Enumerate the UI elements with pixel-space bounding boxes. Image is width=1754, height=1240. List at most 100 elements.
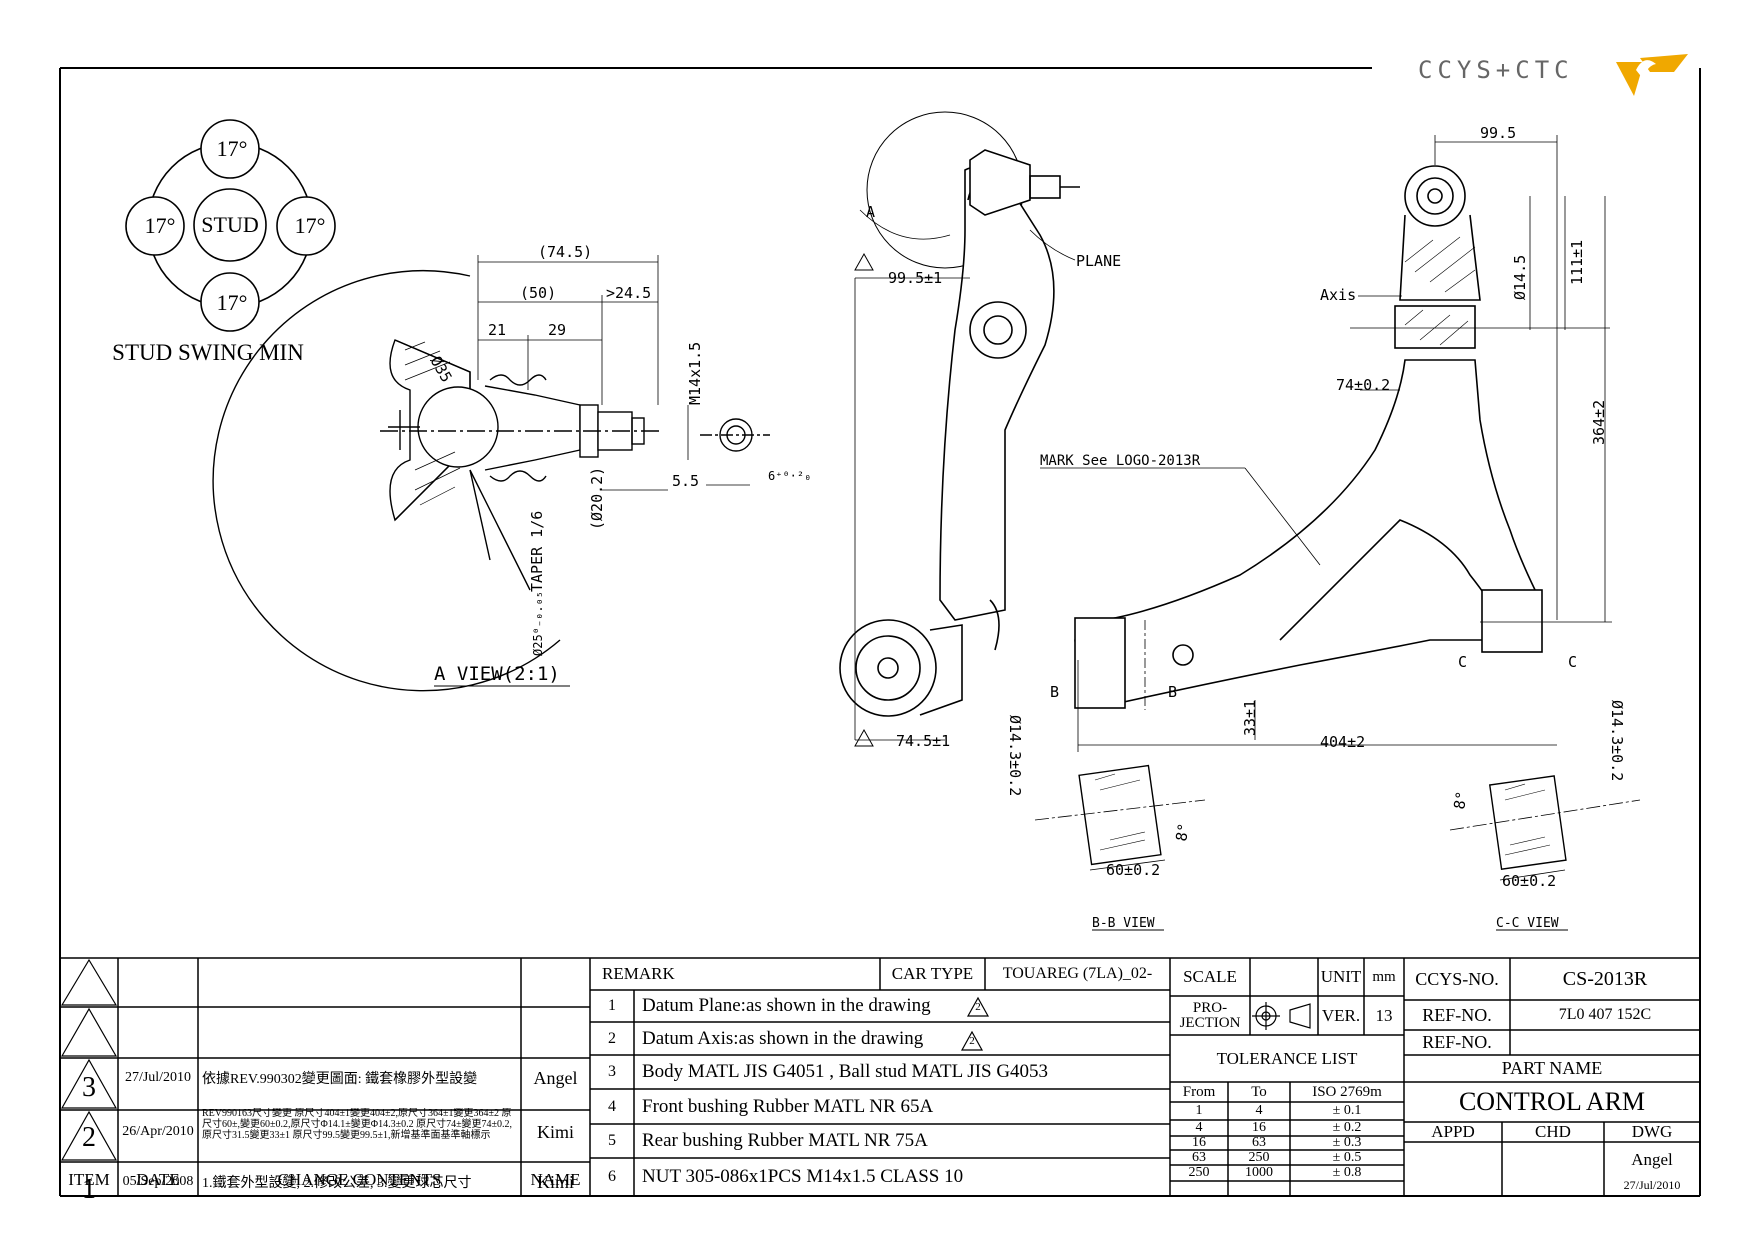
bb-hatch (1094, 773, 1146, 851)
company-logo: CCYS+CTC (1418, 52, 1704, 100)
tol-header: To (1251, 1083, 1267, 1100)
tolerance-title: TOLERANCE LIST (1216, 1048, 1358, 1068)
dwg-label: DWG (1631, 1122, 1673, 1141)
chd-label: CHD (1535, 1122, 1571, 1141)
ref-no2-label: REF-NO. (1422, 1032, 1492, 1052)
tol-cell: 4 (1255, 1103, 1263, 1118)
rev-header-item: ITEM (68, 1170, 110, 1189)
swing-angle: 17° (217, 290, 248, 315)
remark-no: 1 (608, 997, 616, 1014)
stud-swing-label: STUD SWING MIN (112, 340, 304, 365)
label: A (866, 203, 875, 221)
dim: M14x1.5 (686, 342, 704, 405)
a-view-title: A VIEW(2:1) (434, 663, 560, 685)
remark-no: 6 (608, 1168, 616, 1185)
rev-contents: 依據REV.990302變更圖面: 鐵套橡膠外型設變 (202, 1072, 478, 1087)
dim: Ø14.3±0.2 (1608, 700, 1626, 781)
rev-date: 27/Jul/2010 (124, 1070, 192, 1085)
remark-label: REMARK (602, 964, 675, 983)
remark-text: Front bushing Rubber MATL NR 65A (642, 1095, 934, 1117)
ccys-no-value: CS-2013R (1562, 967, 1648, 990)
dim: 5.5 (672, 472, 699, 490)
remark-no: 2 (608, 1029, 616, 1047)
plan-view-text: 99.5 Ø14.5 111±1 364±2 74±0.2 33±1 404±2… (1006, 124, 1626, 796)
tol-header: ISO 2769m (1312, 1083, 1382, 1100)
dwg-name: Angel (1631, 1150, 1673, 1169)
swing-angle: 17° (295, 213, 326, 238)
stud-swing-diagram (125, 119, 336, 332)
tol-cell: 4 (1195, 1120, 1203, 1135)
tol-cell: ± 0.1 (1332, 1103, 1362, 1118)
dim: >24.5 (606, 284, 651, 302)
dim: (Ø20.2) (588, 467, 606, 530)
rev-name: Kimi (536, 1171, 574, 1192)
logo-mark-icon (1616, 54, 1688, 96)
dim: 404±2 (1320, 733, 1365, 751)
dim: 99.5 (1480, 124, 1516, 142)
cc-title: C-C VIEW (1496, 916, 1559, 931)
drawing-frame (59, 67, 1701, 1197)
tol-cell: 250 (1248, 1149, 1270, 1165)
dim: 60±0.2 (1502, 872, 1556, 890)
rev-item: 1 (82, 1174, 96, 1205)
rev-header-date: DATE (136, 1170, 180, 1189)
remark-text: NUT 305-086x1PCS M14x1.5 CLASS 10 (642, 1166, 964, 1187)
remark-text: Rear bushing Rubber MATL NR 75A (642, 1130, 928, 1151)
scale-label: SCALE (1183, 967, 1237, 986)
rev-date: 05/Sep/2008 (122, 1174, 194, 1189)
dim: (50) (520, 284, 556, 302)
title-block: 27/Jul/2010 依據REV.990302變更圖面: 鐵套橡膠外型設變 A… (60, 964, 1700, 1206)
rev-header-name: NAME (530, 1170, 581, 1189)
remark-flag: 2 (969, 1035, 975, 1047)
plan-view-dims (1040, 135, 1612, 752)
car-type-label: CAR TYPE (891, 964, 974, 983)
dim: 33±1 (1241, 700, 1259, 736)
a-view-dim-text: (74.5) (50) >24.5 21 29 Ø35 M14x1.5 (Ø20… (427, 243, 812, 685)
label: C (1458, 653, 1467, 671)
dim: TAPER 1/6 (528, 511, 546, 592)
dim: 8° (1450, 790, 1471, 811)
ref-no-label: REF-NO. (1422, 1004, 1492, 1025)
tol-cell: 1 (1195, 1103, 1203, 1118)
tol-cell: ± 0.5 (1332, 1149, 1362, 1165)
tol-cell: 63 (1192, 1149, 1206, 1165)
side-view-text: 99.5±1 74.5±1 A PLANE (866, 203, 1121, 750)
dwg-date: 27/Jul/2010 (1623, 1177, 1681, 1192)
plan-view-hatch (1404, 236, 1476, 346)
remark-text: Body MATL JIS G4051 , Ball stud MATL JIS… (642, 1061, 1049, 1082)
dim: 8° (1172, 822, 1193, 843)
unit-label: UNIT (1320, 967, 1362, 986)
remark-text: Datum Plane:as shown in the drawing (642, 995, 931, 1016)
swing-angle: 17° (145, 213, 176, 238)
appd-label: APPD (1431, 1122, 1475, 1141)
unit-value: mm (1372, 968, 1396, 985)
remark-flag: 2 (975, 1001, 981, 1013)
label: B (1050, 683, 1059, 701)
projection-label: PRO- JECTION (1179, 999, 1241, 1031)
cc-hatch (1504, 783, 1551, 856)
ccys-no-label: CCYS-NO. (1415, 968, 1499, 989)
tol-header: From (1182, 1083, 1216, 1100)
tol-cell: 1000 (1245, 1165, 1273, 1180)
car-type-value: TOUAREG (7LA)_02- (1002, 965, 1153, 982)
label: MARK See LOGO-2013R (1040, 453, 1201, 469)
dim: (74.5) (538, 243, 592, 261)
rev-name: Kimi (536, 1121, 574, 1142)
part-name-label: PART NAME (1501, 1058, 1603, 1078)
section-view-text: 60±0.2 8° B-B VIEW 60±0.2 8° C-C VIEW (1092, 790, 1559, 931)
rev-item: 3 (82, 1072, 96, 1103)
projection-symbol (1252, 1002, 1311, 1030)
ref-no-value: 7L0 407 152C (1558, 1006, 1652, 1023)
ver-value: 13 (1375, 1005, 1393, 1025)
bb-bushing (1034, 764, 1206, 871)
dim: 74.5±1 (896, 732, 950, 750)
tol-cell: 63 (1252, 1135, 1266, 1150)
dim: 111±1 (1568, 240, 1586, 285)
tol-cell: 250 (1188, 1165, 1210, 1180)
tol-cell: 16 (1192, 1135, 1206, 1150)
dim: Ø14.5 (1511, 255, 1529, 300)
stud-swing-text: STUD 17° 17° 17° 17° STUD SWING MIN (112, 136, 325, 365)
label: C (1568, 653, 1577, 671)
part-name-value: CONTROL ARM (1458, 1087, 1646, 1116)
